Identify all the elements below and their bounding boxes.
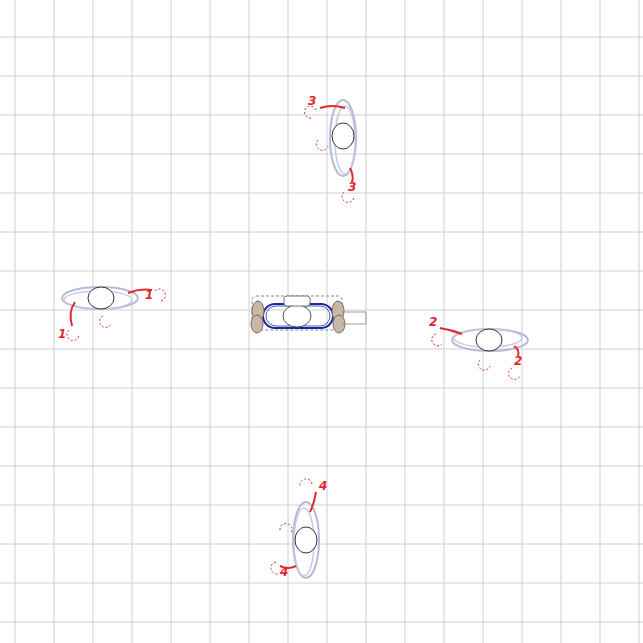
dancer-3 (304, 100, 356, 202)
callout-number: 2 (429, 316, 437, 328)
callout-number: 1 (145, 289, 153, 301)
lying-person (251, 296, 366, 333)
callout-number: 1 (58, 328, 66, 340)
callout-number: 4 (280, 566, 288, 578)
callout-number: 3 (308, 95, 316, 107)
callout-number: 4 (319, 480, 327, 492)
dancer-4 (271, 479, 319, 578)
dancer-1 (62, 287, 165, 340)
callout-number: 2 (514, 355, 522, 367)
dancer-2 (432, 328, 528, 379)
callout-number: 3 (348, 181, 356, 193)
